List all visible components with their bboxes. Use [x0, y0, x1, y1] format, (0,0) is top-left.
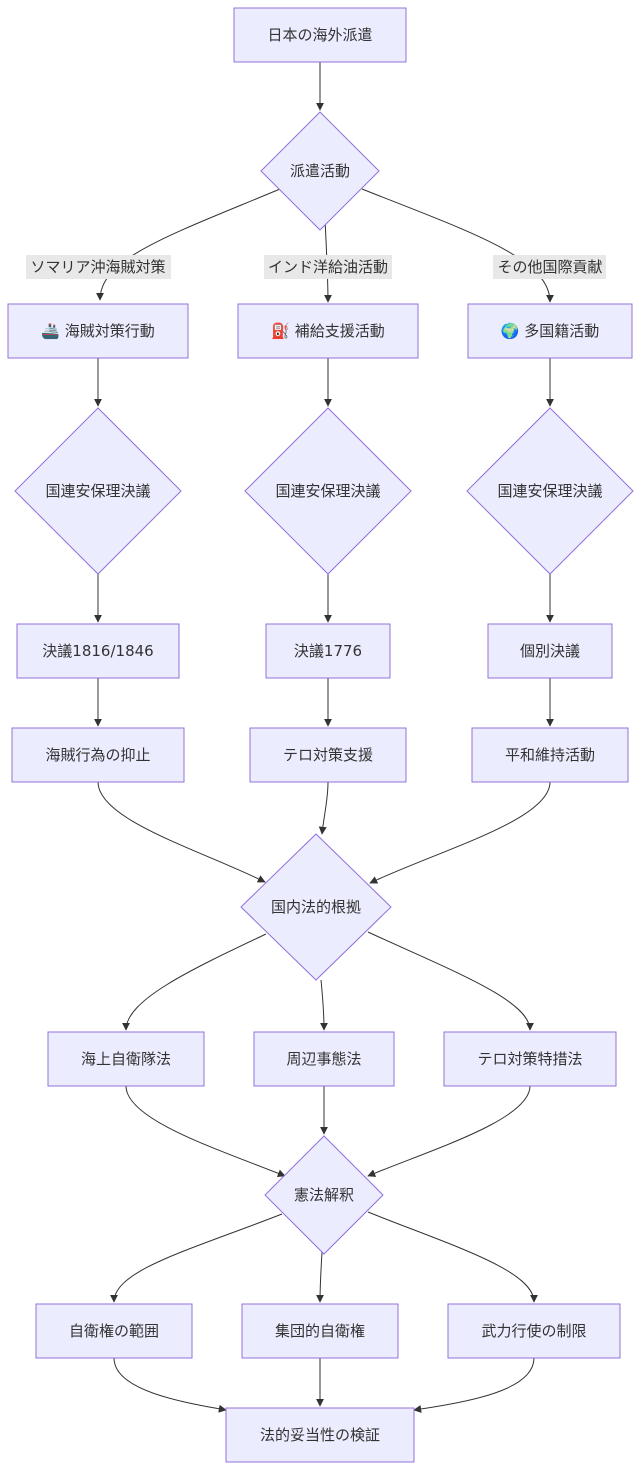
node-collective-defense[interactable]: 集団的自衛権 [241, 1303, 399, 1359]
node-unsc-2[interactable]: 国連安保理決議 [244, 407, 412, 575]
edge-label-bg-other [493, 255, 606, 279]
node-unsc-3[interactable]: 国連安保理決議 [466, 407, 634, 575]
node-multi-action[interactable]: 🌍 多国籍活動 [467, 303, 633, 359]
node-collective-defense-box [241, 1303, 399, 1359]
node-terror-support-box [249, 727, 407, 783]
node-res-1776-label: 決議1776 [294, 642, 362, 660]
node-res-1816[interactable]: 決議1816/1846 [16, 623, 180, 679]
edge-label-somalia: ソマリア沖海賊対策 [30, 258, 165, 276]
node-collective-defense-label: 集団的自衛権 [275, 1322, 365, 1340]
edge-sdflaw-constitution [125, 1085, 286, 1178]
node-sdf-maritime-law[interactable]: 海上自衛隊法 [47, 1031, 205, 1087]
node-peacekeeping[interactable]: 平和維持活動 [471, 727, 629, 783]
node-unsc-1-shape [14, 407, 182, 575]
edge-antiterror-constitution [367, 1085, 531, 1177]
node-legal-validity[interactable]: 法的妥当性の検証 [225, 1407, 415, 1463]
node-res-individual-box [487, 623, 613, 679]
edge-label-indian-ocean: インド洋給油活動 [268, 258, 388, 276]
node-res-individual-label: 個別決議 [520, 642, 580, 660]
edges [94, 62, 554, 1413]
node-sdf-maritime-law-label: 海上自衛隊法 [81, 1050, 171, 1068]
node-supply-action[interactable]: ⛽ 補給支援活動 [237, 303, 419, 359]
node-peacekeeping-label: 平和維持活動 [505, 746, 595, 764]
node-dispatch-shape [260, 111, 380, 231]
node-root-label: 日本の海外派遣 [267, 26, 372, 44]
node-res-individual[interactable]: 個別決議 [487, 623, 613, 679]
edge-constitution-selfdef [110, 1213, 283, 1303]
node-multi-action-box [467, 303, 633, 359]
node-unsc-1[interactable]: 国連安保理決議 [14, 407, 182, 575]
node-sdf-maritime-law-box [47, 1031, 205, 1087]
node-legal-validity-label: 法的妥当性の検証 [260, 1426, 380, 1444]
node-peacekeeping-box [471, 727, 629, 783]
node-unsc-2-shape [244, 407, 412, 575]
node-supply-action-box [237, 303, 419, 359]
node-constitution-shape [264, 1135, 384, 1255]
node-surrounding-law-label: 周辺事態法 [286, 1050, 361, 1068]
node-domestic-basis-shape [240, 833, 392, 981]
node-unsc-1-label: 国連安保理決議 [45, 482, 150, 500]
edge-dispatch-multi [361, 188, 554, 303]
nodes: 日本の海外派遣 派遣活動 🚢 海賊対策行動 ⛽ 補給支援活動 🌍 多国籍活動 国… [7, 7, 634, 1463]
node-domestic-basis[interactable]: 国内法的根拠 [240, 833, 392, 981]
node-piracy-deterrence[interactable]: 海賊行為の抑止 [11, 727, 185, 783]
edge-domestic-surround [319, 979, 328, 1031]
node-unsc-3-label: 国連安保理決議 [497, 482, 602, 500]
edge-constitution-collective [316, 1251, 325, 1303]
node-anti-terror-law[interactable]: テロ対策特措法 [443, 1031, 617, 1087]
node-root[interactable]: 日本の海外派遣 [233, 7, 407, 63]
edge-dispatch-piracy [96, 188, 281, 301]
edge-terror-domestic [318, 781, 329, 835]
node-piracy-deterrence-label: 海賊行為の抑止 [45, 746, 150, 764]
node-dispatch-label: 派遣活動 [290, 162, 350, 180]
node-force-limit[interactable]: 武力行使の制限 [447, 1303, 621, 1359]
edge-label-bg-indian-ocean [264, 255, 392, 279]
node-self-defense-scope-box [35, 1303, 193, 1359]
node-piracy-action-label: 🚢 海賊対策行動 [41, 322, 154, 340]
node-unsc-2-label: 国連安保理決議 [275, 482, 380, 500]
node-anti-terror-law-label: テロ対策特措法 [477, 1050, 582, 1068]
node-surrounding-law-box [253, 1031, 395, 1087]
node-res-1776[interactable]: 決議1776 [265, 623, 391, 679]
node-self-defense-scope[interactable]: 自衛権の範囲 [35, 1303, 193, 1359]
edge-selfdef-validity [113, 1357, 227, 1413]
edge-constitution-force [367, 1211, 538, 1303]
node-res-1776-box [265, 623, 391, 679]
edge-label-other: その他国際貢献 [497, 258, 602, 276]
node-res-1816-box [16, 623, 180, 679]
edge-domestic-antiterror [367, 931, 534, 1031]
edge-deter-domestic [97, 781, 266, 883]
node-constitution-label: 憲法解釈 [294, 1186, 354, 1204]
node-multi-action-label: 🌍 多国籍活動 [501, 322, 599, 340]
node-piracy-deterrence-box [11, 727, 185, 783]
node-terror-support[interactable]: テロ対策支援 [249, 727, 407, 783]
node-res-1816-label: 決議1816/1846 [42, 642, 153, 660]
node-constitution[interactable]: 憲法解釈 [264, 1135, 384, 1255]
edge-force-validity [413, 1357, 535, 1413]
node-dispatch[interactable]: 派遣活動 [260, 111, 380, 231]
node-terror-support-label: テロ対策支援 [283, 746, 373, 764]
node-surrounding-law[interactable]: 周辺事態法 [253, 1031, 395, 1087]
node-self-defense-scope-label: 自衛権の範囲 [69, 1322, 159, 1340]
node-piracy-action[interactable]: 🚢 海賊対策行動 [7, 303, 189, 359]
node-force-limit-box [447, 1303, 621, 1359]
node-supply-action-label: ⛽ 補給支援活動 [271, 322, 384, 340]
node-force-limit-label: 武力行使の制限 [481, 1322, 586, 1340]
edge-peace-domestic [369, 781, 551, 884]
node-anti-terror-law-box [443, 1031, 617, 1087]
edge-domestic-sdflaw [122, 933, 267, 1031]
node-piracy-action-box [7, 303, 189, 359]
edge-labels: ソマリア沖海賊対策 インド洋給油活動 その他国際貢献 [26, 255, 606, 279]
node-root-box [233, 7, 407, 63]
node-legal-validity-box [225, 1407, 415, 1463]
node-domestic-basis-label: 国内法的根拠 [271, 898, 361, 916]
edge-label-bg-somalia [26, 255, 171, 279]
node-unsc-3-shape [466, 407, 634, 575]
